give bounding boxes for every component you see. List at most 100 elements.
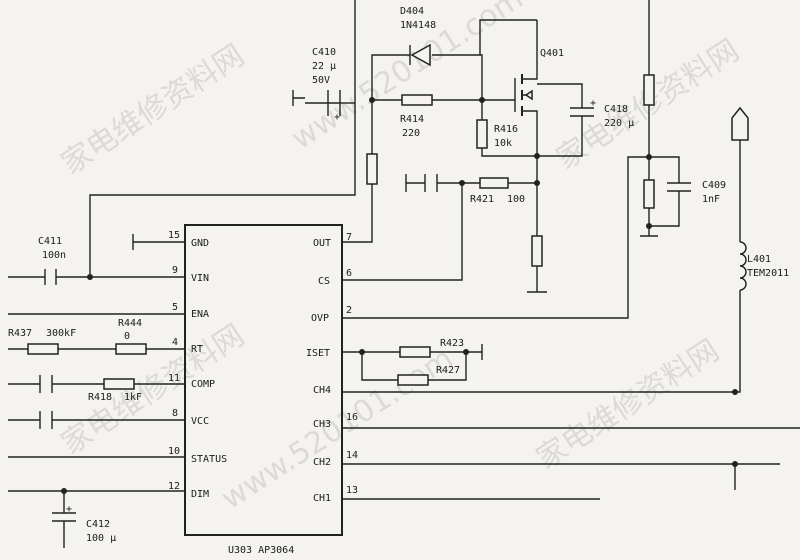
r437-resistor <box>27 343 59 355</box>
c411-value: 100n <box>42 250 66 261</box>
pin-name-ena: ENA <box>191 309 209 320</box>
c412-capacitor <box>52 491 76 548</box>
pin-name-iset: ISET <box>306 348 330 359</box>
pin-number: 10 <box>168 446 180 457</box>
r421-value: 100 <box>507 194 525 205</box>
c410-value: 22 μ <box>312 61 336 72</box>
r418-value: 1kF <box>124 392 142 403</box>
c412-value: 100 μ <box>86 533 116 544</box>
watermark-text: 家电维修资料网 <box>530 333 725 477</box>
c410-voltage: 50V <box>312 75 330 86</box>
l401-value: TEM2011 <box>747 268 789 279</box>
d404-ref: D404 <box>400 6 424 17</box>
d404-value: 1N4148 <box>400 20 436 31</box>
sense-resistor-wire <box>527 156 547 293</box>
r421-ref: R421 <box>470 194 494 205</box>
c411-capacitor <box>44 269 57 285</box>
l401-inductor <box>739 241 747 291</box>
ic-u303-body <box>184 224 343 536</box>
r437-value: 300kF <box>46 328 76 339</box>
pin-name-out: OUT <box>313 238 331 249</box>
ovp-lower-wire <box>640 157 658 237</box>
vcc-capacitor <box>39 411 53 429</box>
c418-ref: C418 <box>604 104 628 115</box>
l401-bottom-wire <box>735 290 741 393</box>
c418-capacitor <box>537 83 594 157</box>
c410-ref: C410 <box>312 47 336 58</box>
ovp-upper-resistor <box>643 74 655 106</box>
q401-drain-wire <box>479 19 537 55</box>
r423-resistor <box>399 346 431 358</box>
c409-ref: C409 <box>702 180 726 191</box>
pin-number: 12 <box>168 481 180 492</box>
connector-arrow <box>731 106 749 141</box>
r427-resistor <box>397 374 429 386</box>
watermark-text: 家电维修资料网 <box>55 38 250 182</box>
junction-dot <box>646 223 652 229</box>
pin-number: 5 <box>172 302 178 313</box>
pin-name-ch2: CH2 <box>313 457 331 468</box>
gate-resistor <box>366 153 378 185</box>
pin-number: 11 <box>168 373 180 384</box>
ovp-wire <box>342 156 649 319</box>
cs-wire <box>342 183 463 281</box>
pin-name-vin: VIN <box>191 273 209 284</box>
r414-value: 220 <box>402 128 420 139</box>
watermark-text: 家电维修资料网 <box>55 318 250 462</box>
r444-resistor <box>115 343 147 355</box>
pin-name-ch1: CH1 <box>313 493 331 504</box>
pin-name-comp: COMP <box>191 379 215 390</box>
c412-polarity: + <box>66 504 72 515</box>
pin-number: 13 <box>346 485 358 496</box>
r444-ref: R444 <box>118 318 142 329</box>
l401-ref: L401 <box>747 254 771 265</box>
pin-name-dim: DIM <box>191 489 209 500</box>
r418-ref: R418 <box>88 392 112 403</box>
pin-number: 14 <box>346 450 358 461</box>
pin-name-rt: RT <box>191 344 203 355</box>
r423-ref: R423 <box>440 338 464 349</box>
c409-capacitor <box>649 156 691 227</box>
c411-ref: C411 <box>38 236 62 247</box>
pin-name-ch3: CH3 <box>313 419 331 430</box>
c410-polarity: + <box>334 112 340 123</box>
comp-capacitor <box>39 375 53 393</box>
c409-value: 1nF <box>702 194 720 205</box>
r427-ref: R427 <box>436 365 460 376</box>
c410-capacitor <box>292 90 341 116</box>
c412-ref: C412 <box>86 519 110 530</box>
pin-number: 4 <box>172 337 178 348</box>
r414-ref: R414 <box>400 114 424 125</box>
pin-number: 2 <box>346 305 352 316</box>
watermark-layer: 家电维修资料网 www.520101.com 家电维修资料网 www.52010… <box>55 0 745 517</box>
r427-wire <box>361 352 467 381</box>
sense-resistor <box>531 235 543 267</box>
q401-arrow <box>524 89 533 101</box>
pin-name-vcc: VCC <box>191 416 209 427</box>
d404-wire <box>371 54 483 100</box>
pin-name-gnd: GND <box>191 238 209 249</box>
vin-supply-wire <box>89 0 356 277</box>
junction-dot <box>463 349 469 355</box>
r416-resistor <box>476 119 488 149</box>
cs-capacitor <box>405 174 438 192</box>
pin-number: 7 <box>346 232 352 243</box>
q401-terminals <box>522 20 538 156</box>
q401-ref: Q401 <box>540 48 564 59</box>
r416-ref: R416 <box>494 124 518 135</box>
watermark-text: www.520101.com <box>215 341 459 517</box>
pin-number: 16 <box>346 412 358 423</box>
out-wire <box>342 184 373 243</box>
pin-number: 9 <box>172 265 178 276</box>
d404-diode <box>410 43 431 67</box>
ic-u303-label: U303 AP3064 <box>228 545 294 556</box>
c418-value: 220 μ <box>604 118 634 129</box>
pin-name-ovp: OVP <box>311 313 329 324</box>
ovp-lower-resistor <box>643 179 655 209</box>
r418-resistor <box>103 378 135 390</box>
pin-number: 15 <box>168 230 180 241</box>
r416-wire <box>481 100 537 157</box>
r416-value: 10k <box>494 138 512 149</box>
